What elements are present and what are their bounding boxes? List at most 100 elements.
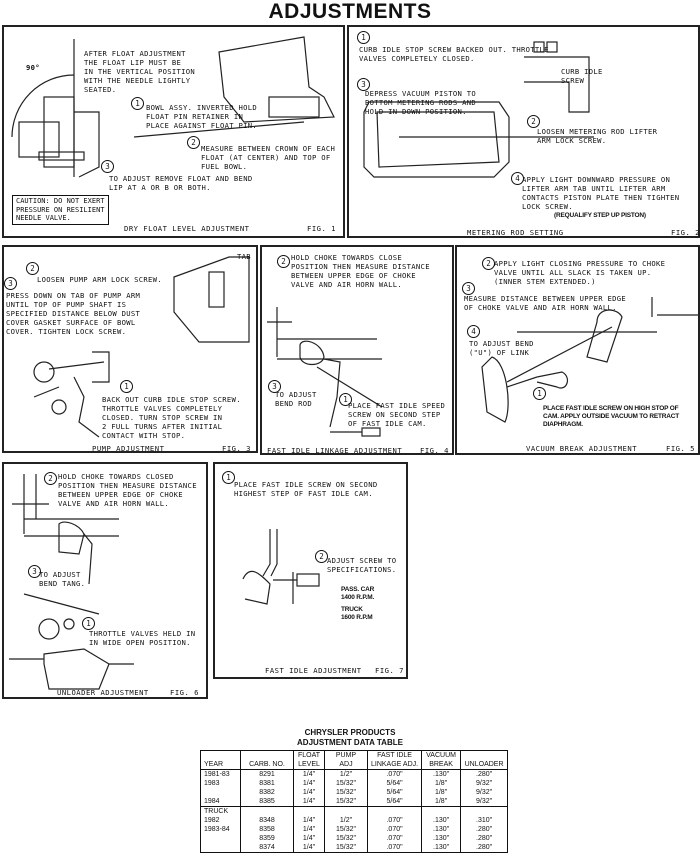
cell-fast-idle-linkage: .070" — [366, 825, 423, 834]
fig6-step3: TO ADJUST BEND TANG. — [39, 570, 86, 588]
cell-fast-idle-linkage: .070" — [366, 769, 423, 779]
fig5-number: FIG. 5 — [666, 444, 695, 453]
step-1-marker: 1 — [82, 617, 95, 630]
fig6-step2: HOLD CHOKE TOWARDS CLOSED POSITION THEN … — [58, 472, 197, 508]
fig4-step3: TO ADJUST BEND ROD — [275, 390, 317, 408]
table-header-row: YEAR CARB. NO. FLOAT LEVEL PUMP ADJ FAST… — [200, 750, 509, 770]
table-subtitle: ADJUSTMENT DATA TABLE — [297, 738, 403, 747]
cell-year: 1983 — [200, 779, 241, 788]
step-1-marker: 1 — [339, 393, 352, 406]
cell-carb-no: 8381 — [240, 779, 294, 788]
step-2-marker: 2 — [527, 115, 540, 128]
fig1-step2: MEASURE BETWEEN CROWN OF EACH FLOAT (AT … — [201, 144, 336, 171]
cell-pump-adj: 15/32" — [324, 834, 368, 843]
col-pump-adj: PUMP ADJ — [324, 750, 368, 770]
step-3-marker: 3 — [4, 277, 17, 290]
fig2-requalify-note: (REQUALIFY STEP UP PISTON) — [554, 212, 646, 219]
cell-vacuum-break: .130" — [421, 769, 462, 779]
cell-float-level — [293, 806, 325, 816]
cell-vacuum-break: .130" — [421, 816, 462, 825]
cell-pump-adj: 15/32" — [324, 779, 368, 788]
fig7-truck-rpm: TRUCK 1600 R.P.M — [341, 606, 373, 621]
cell-carb-no: 8348 — [240, 816, 294, 825]
cell-unloader: .310" — [460, 816, 509, 825]
cell-carb-no: 8359 — [240, 834, 294, 843]
cell-float-level: 1/4" — [293, 797, 325, 807]
cell-fast-idle-linkage: 5/64" — [366, 788, 423, 797]
fig6-number: FIG. 6 — [170, 688, 199, 697]
step-2-marker: 2 — [315, 550, 328, 563]
cell-year — [200, 788, 241, 797]
cell-unloader: .280" — [460, 834, 509, 843]
cell-fast-idle-linkage — [366, 806, 423, 816]
fig2-caption: METERING ROD SETTING — [467, 228, 564, 237]
fig4-caption: FAST IDLE LINKAGE ADJUSTMENT — [267, 446, 403, 455]
fig1-caption: DRY FLOAT LEVEL ADJUSTMENT — [124, 224, 250, 233]
step-3-marker: 3 — [28, 565, 41, 578]
step-2-marker: 2 — [277, 255, 290, 268]
step-4-marker: 4 — [511, 172, 524, 185]
fig5-caption: VACUUM BREAK ADJUSTMENT — [526, 444, 638, 453]
step-3-marker: 3 — [462, 282, 475, 295]
cell-float-level: 1/4" — [293, 834, 325, 843]
cell-carb-no: 8358 — [240, 825, 294, 834]
fig4-number: FIG. 4 — [420, 446, 449, 455]
step-3-marker: 3 — [357, 78, 370, 91]
step-1-marker: 1 — [222, 471, 235, 484]
float-assembly-illustration — [11, 36, 335, 178]
fig7-pass-car-rpm: PASS. CAR 1400 R.P.M. — [341, 586, 375, 601]
cell-vacuum-break: 1/8" — [421, 797, 462, 807]
fig2-step1: CURB IDLE STOP SCREW BACKED OUT. THROTTL… — [359, 45, 549, 63]
fig7-step2: ADJUST SCREW TO SPECIFICATIONS. — [327, 556, 397, 574]
cell-year: 1981-83 — [200, 769, 241, 779]
step-4-marker: 4 — [467, 325, 480, 338]
unloader-illustration — [9, 474, 134, 690]
col-unloader: UNLOADER — [460, 750, 509, 770]
fig3-pump-adjustment-panel: 2 LOOSEN PUMP ARM LOCK SCREW. TAB 3 PRES… — [2, 245, 258, 453]
fast-idle-linkage-illustration — [267, 307, 383, 437]
step-3-marker: 3 — [101, 160, 114, 173]
cell-unloader: 9/32" — [460, 797, 509, 807]
col-vacuum-break: VACUUM BREAK — [421, 750, 462, 770]
cell-pump-adj: 15/32" — [324, 788, 368, 797]
fig2-curb-idle-label: CURB IDLE SCREW — [561, 67, 603, 85]
cell-carb-no: 8385 — [240, 797, 294, 807]
fig1-dry-float-level-panel: AFTER FLOAT ADJUSTMENT THE FLOAT LIP MUS… — [2, 25, 345, 238]
cell-year: 1982 — [200, 816, 241, 825]
fig5-step2: APPLY LIGHT CLOSING PRESSURE TO CHOKE VA… — [494, 259, 666, 286]
fig2-step2: LOOSEN METERING ROD LIFTER ARM LOCK SCRE… — [537, 127, 658, 145]
fig2-number: FIG. 2 — [671, 228, 700, 237]
cell-pump-adj: 1/2" — [324, 769, 368, 779]
step-1-marker: 1 — [357, 31, 370, 44]
fig2-metering-rod-panel: 1 CURB IDLE STOP SCREW BACKED OUT. THROT… — [347, 25, 700, 238]
fig7-step1: PLACE FAST IDLE SCREW ON SECOND HIGHEST … — [234, 480, 378, 498]
cell-float-level: 1/4" — [293, 769, 325, 779]
cell-carb-no: 8291 — [240, 769, 294, 779]
cell-year: TRUCK — [200, 806, 241, 816]
fig5-step3: MEASURE DISTANCE BETWEEN UPPER EDGE OF C… — [464, 294, 626, 312]
cell-unloader: .280" — [460, 825, 509, 834]
fig6-step1: THROTTLE VALVES HELD IN IN WIDE OPEN POS… — [89, 629, 196, 647]
cell-vacuum-break: .130" — [421, 834, 462, 843]
step-2-marker: 2 — [187, 136, 200, 149]
cell-carb-no: 8374 — [240, 843, 294, 853]
fig1-angle-label: 90° — [26, 63, 40, 72]
fig7-fast-idle-panel: 1 PLACE FAST IDLE SCREW ON SECOND HIGHES… — [213, 462, 408, 679]
cell-carb-no: 8382 — [240, 788, 294, 797]
col-fast-idle: FAST IDLE LINKAGE ADJ. — [366, 750, 423, 770]
cell-float-level: 1/4" — [293, 825, 325, 834]
cell-year: 1984 — [200, 797, 241, 807]
page-title: ADJUSTMENTS — [268, 0, 432, 23]
fig4-fast-idle-linkage-panel: 2 HOLD CHOKE TOWARDS CLOSE POSITION THEN… — [260, 245, 454, 455]
cell-pump-adj: 15/32" — [324, 843, 368, 853]
cell-unloader: 9/32" — [460, 788, 509, 797]
adjustment-data-table: YEAR CARB. NO. FLOAT LEVEL PUMP ADJ FAST… — [200, 750, 509, 853]
cell-vacuum-break: 1/8" — [421, 779, 462, 788]
step-2-marker: 2 — [44, 472, 57, 485]
fig7-number: FIG. 7 — [375, 666, 404, 675]
cell-unloader: 9/32" — [460, 779, 509, 788]
cell-vacuum-break: .130" — [421, 825, 462, 834]
